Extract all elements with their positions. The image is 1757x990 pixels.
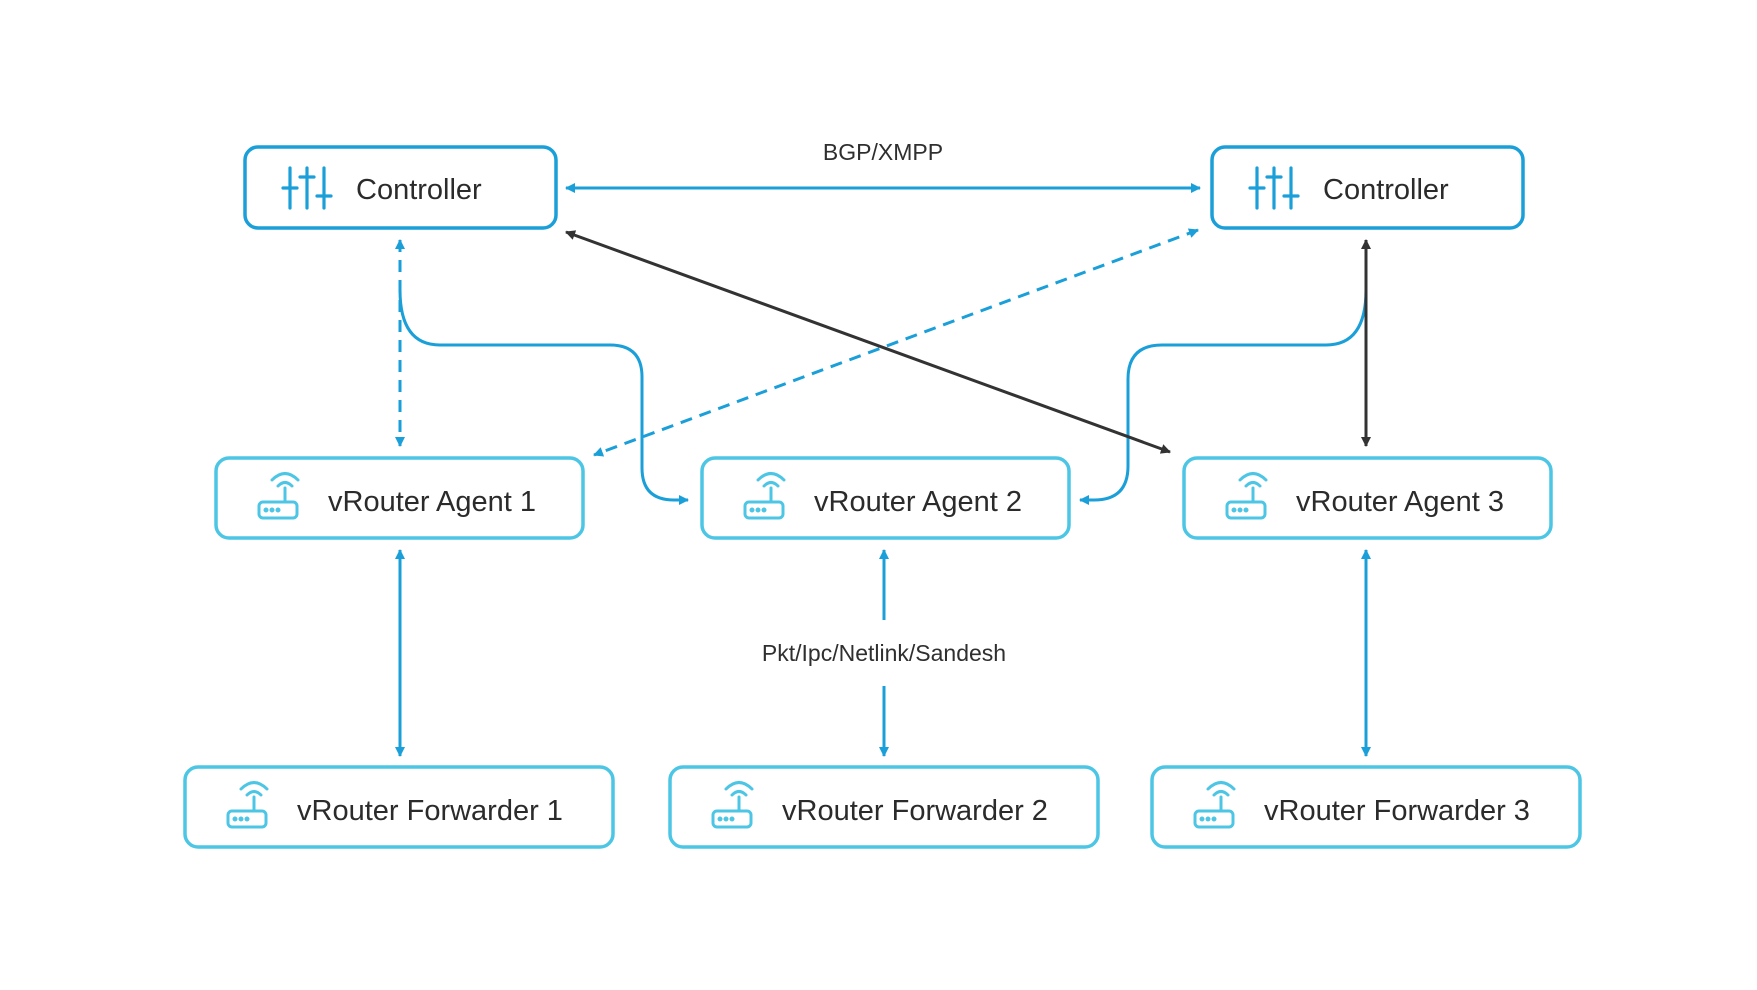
router-icon [743, 472, 786, 520]
agent-label: vRouter Agent 3 [1296, 486, 1504, 518]
router-icon [1225, 472, 1268, 520]
controller-link-label: BGP/XMPP [823, 139, 943, 165]
agent-label: vRouter Agent 1 [328, 486, 536, 518]
connectors [395, 183, 1371, 757]
forwarder-label: vRouter Forwarder 1 [297, 795, 563, 827]
controller-node-2[interactable]: Controller [1210, 145, 1525, 230]
controller1-agent3-link [565, 230, 1171, 454]
sliders-icon [281, 166, 333, 210]
agent-label: vRouter Agent 2 [814, 486, 1022, 518]
router-icon [711, 781, 754, 829]
controller-label: Controller [356, 174, 482, 206]
agent-forwarder-link-label: Pkt/Ipc/Netlink/Sandesh [762, 640, 1006, 666]
agent-node-2[interactable]: vRouter Agent 2 [700, 456, 1071, 540]
forwarder-node-2[interactable]: vRouter Forwarder 2 [668, 765, 1100, 849]
forwarder-label: vRouter Forwarder 3 [1264, 795, 1530, 827]
sliders-icon [1248, 166, 1300, 210]
forwarder-node-1[interactable]: vRouter Forwarder 1 [183, 765, 615, 849]
router-icon [257, 472, 300, 520]
agent-node-3[interactable]: vRouter Agent 3 [1182, 456, 1553, 540]
controller2-agent1-link [593, 228, 1199, 457]
forwarder-node-3[interactable]: vRouter Forwarder 3 [1150, 765, 1582, 849]
forwarder-label: vRouter Forwarder 2 [782, 795, 1048, 827]
router-icon [1193, 781, 1236, 829]
agent-node-1[interactable]: vRouter Agent 1 [214, 456, 585, 540]
controller-label: Controller [1323, 174, 1449, 206]
router-icon [226, 781, 269, 829]
controller-node-1[interactable]: Controller [243, 145, 558, 230]
